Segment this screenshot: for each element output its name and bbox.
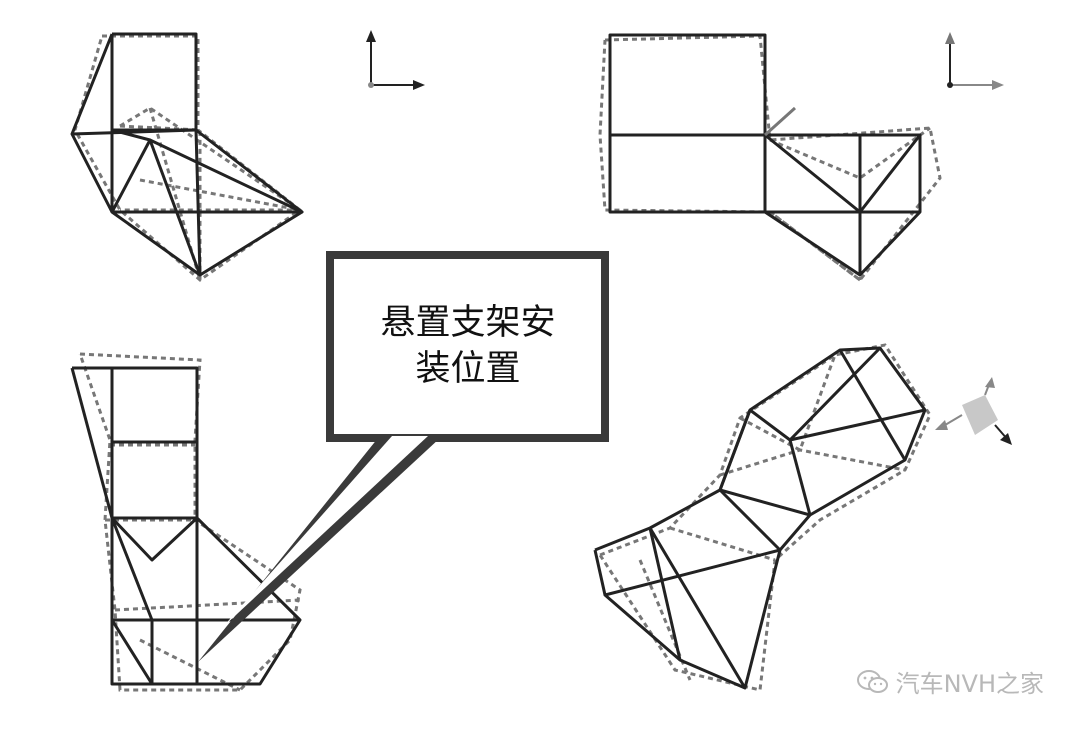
axis-triad xyxy=(945,32,1004,90)
original-shape-solid xyxy=(593,346,927,690)
wechat-logo-icon xyxy=(856,669,888,693)
view-top-left xyxy=(70,30,425,282)
original-shape-solid xyxy=(608,33,922,277)
axis-cube-icon xyxy=(935,377,1012,445)
view-bottom-right xyxy=(593,343,1012,692)
callout-label: 悬置支架安 装位置 xyxy=(338,300,598,392)
watermark-text: 汽车NVH之家 xyxy=(895,670,1044,698)
view-top-right xyxy=(598,32,1004,283)
callout-line-1: 悬置支架安 xyxy=(380,303,556,343)
original-shape-solid xyxy=(70,32,304,277)
callout-line-2: 装位置 xyxy=(415,349,521,389)
original-shape-solid xyxy=(70,366,302,686)
deformed-shape-dashed xyxy=(598,343,932,692)
callout-box xyxy=(198,251,609,662)
watermark: 汽车NVH之家 xyxy=(856,664,1044,699)
axis-triad xyxy=(366,30,425,90)
